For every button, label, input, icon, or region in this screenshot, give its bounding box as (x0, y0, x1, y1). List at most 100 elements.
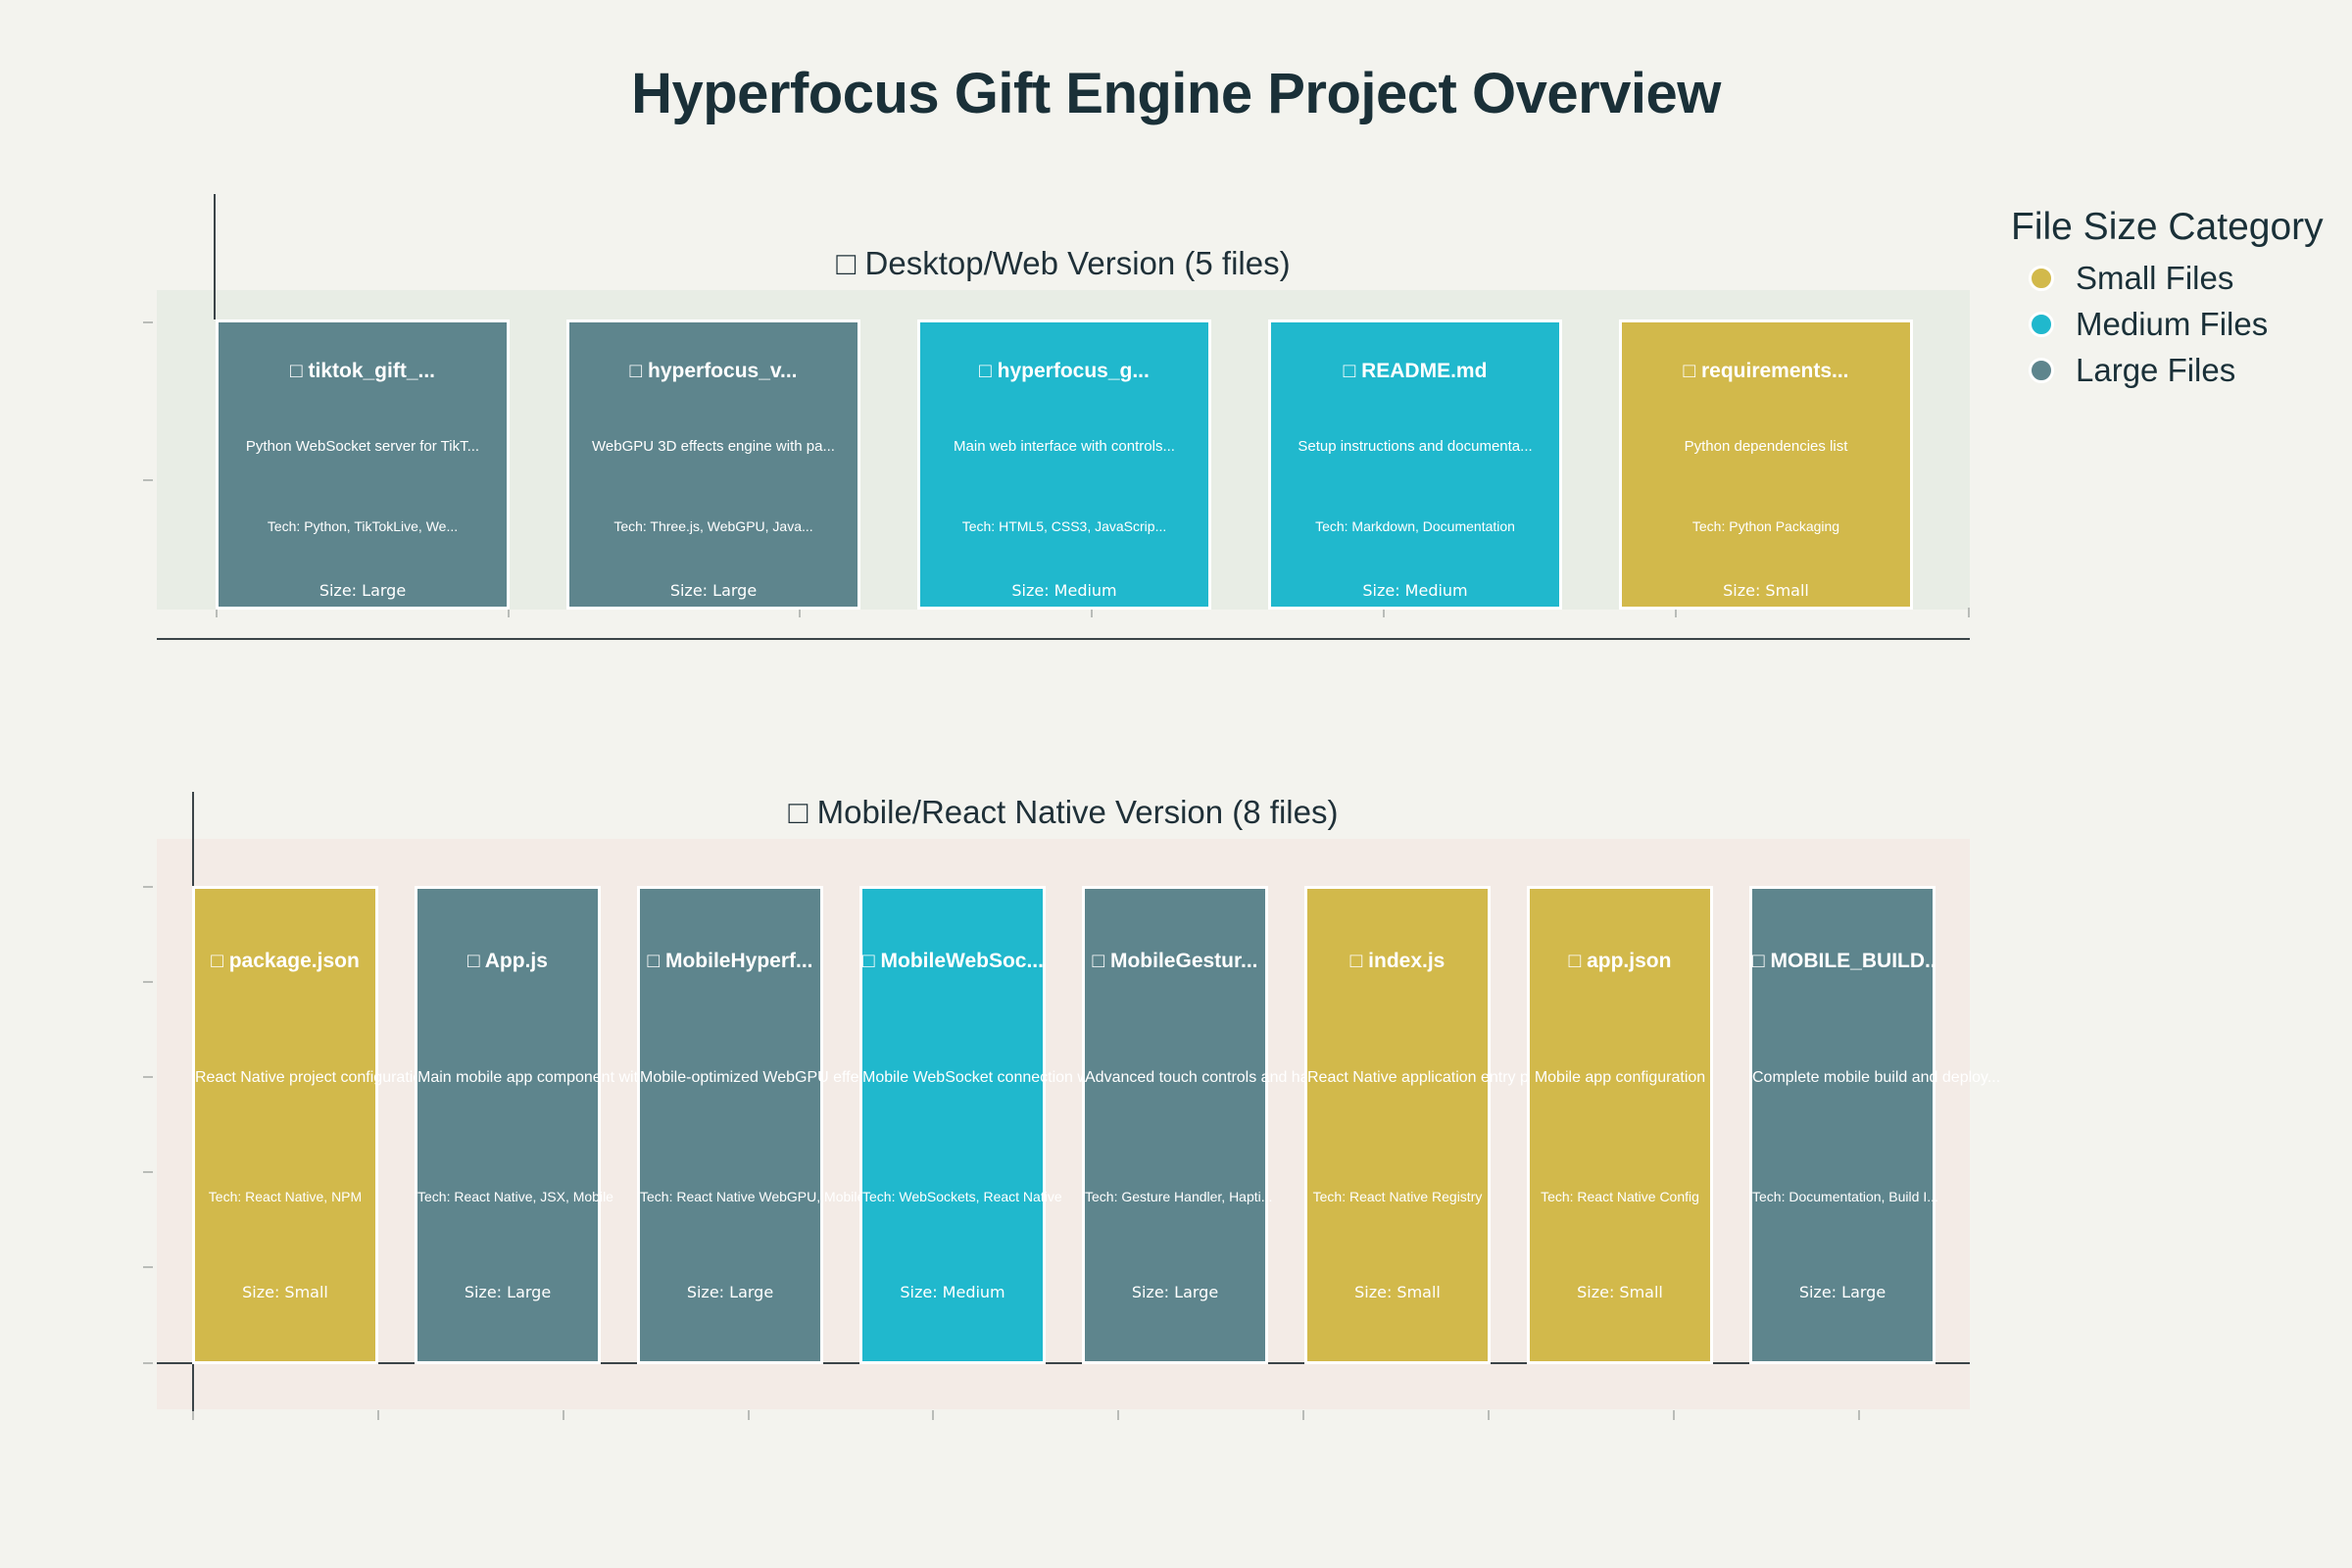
file-card[interactable]: □ MobileHyperf... Mobile-optimized WebGPU… (637, 886, 879, 1364)
file-name: □ MOBILE_BUILD... (1752, 950, 1933, 972)
legend-marker (2029, 311, 2054, 337)
file-tech: Tech: Markdown, Documentation (1315, 518, 1515, 534)
x-axis-tick (1488, 1410, 1490, 1420)
file-name: □ hyperfocus_v... (629, 360, 798, 382)
file-size-label: Size: Large (1131, 1283, 1219, 1301)
legend-label: Medium Files (2076, 305, 2269, 342)
file-card[interactable]: □ hyperfocus_g... Main web interface with… (917, 319, 1211, 610)
y-axis-tick (143, 981, 153, 983)
file-description: Main mobile app component with (417, 1069, 647, 1086)
file-size-label: Size: Large (686, 1283, 774, 1301)
legend-marker (2029, 357, 2054, 383)
file-card[interactable]: □ MobileWebSoc... Mobile WebSocket connec… (859, 886, 1105, 1364)
x-axis-tick (1968, 608, 1970, 617)
file-description: Main web interface with controls... (954, 438, 1175, 455)
legend-marker (2029, 265, 2054, 291)
file-description: Mobile WebSocket connection with (862, 1069, 1105, 1086)
file-name: □ README.md (1343, 360, 1488, 382)
x-axis-tick (1383, 608, 1385, 617)
x-axis-line (157, 638, 1970, 640)
y-axis-tick (143, 479, 153, 481)
file-size-label: Size: Small (1577, 1283, 1663, 1301)
file-size-label: Size: Small (1723, 581, 1809, 600)
section-title: □ Mobile/React Native Version (8 files) (788, 794, 1339, 830)
file-tech: Tech: Three.js, WebGPU, Java... (613, 518, 813, 534)
y-axis-line (214, 194, 216, 319)
x-axis-tick (1302, 1410, 1304, 1420)
x-axis-tick (748, 1410, 750, 1420)
file-description: Complete mobile build and deploy... (1752, 1069, 2001, 1086)
file-size-label: Size: Large (464, 1283, 552, 1301)
file-description: Mobile app configuration (1534, 1069, 1706, 1086)
x-axis-tick (192, 1410, 194, 1420)
file-tech: Tech: Python, TikTokLive, We... (267, 518, 459, 534)
file-size-label: Size: Small (242, 1283, 328, 1301)
file-size-label: Size: Large (318, 581, 407, 600)
legend-title: File Size Category (2011, 206, 2324, 248)
x-axis-tick (1673, 1410, 1675, 1420)
file-description: WebGPU 3D effects engine with pa... (592, 438, 835, 455)
file-card[interactable]: □ MOBILE_BUILD... Complete mobile build a… (1749, 886, 2001, 1364)
file-size-label: Size: Small (1354, 1283, 1441, 1301)
file-size-label: Size: Large (1798, 1283, 1886, 1301)
file-name: □ MobileGestur... (1092, 950, 1258, 972)
file-tech: Tech: React Native WebGPU, Mobile (640, 1189, 865, 1204)
file-card[interactable]: □ requirements...Python dependencies lis… (1619, 319, 1913, 610)
file-description: React Native project configuration (195, 1069, 431, 1086)
x-axis-tick (508, 608, 510, 617)
file-card[interactable]: □ hyperfocus_v... WebGPU 3D effects engin… (566, 319, 860, 610)
file-description: React Native application entry p... (1307, 1069, 1543, 1086)
page-title: Hyperfocus Gift Engine Project Overview (631, 62, 1721, 125)
file-tech: Tech: WebSockets, React Native (862, 1189, 1062, 1204)
x-axis-tick (1675, 608, 1677, 617)
file-tech: Tech: React Native, NPM (208, 1189, 363, 1204)
file-tech: Tech: HTML5, CSS3, JavaScrip... (961, 518, 1167, 534)
x-axis-tick (799, 608, 801, 617)
x-axis-tick (216, 608, 218, 617)
file-size-label: Size: Medium (900, 1283, 1005, 1301)
file-name: □ app.json (1568, 950, 1672, 972)
file-name: □ index.js (1349, 950, 1446, 972)
legend-label: Small Files (2076, 259, 2234, 296)
legend-item-small[interactable]: Small Files (2011, 255, 2324, 301)
file-name: □ tiktok_gift_... (289, 360, 436, 382)
x-axis-tick (563, 1410, 564, 1420)
file-card[interactable]: □ MobileGestur... Advanced touch controls… (1082, 886, 1342, 1364)
file-card[interactable]: □ tiktok_gift_... Python WebSocket server… (216, 319, 510, 610)
y-axis-tick (143, 886, 153, 888)
legend-label: Large Files (2076, 351, 2236, 388)
legend-item-large[interactable]: Large Files (2011, 347, 2324, 393)
file-tech: Tech: Gesture Handler, Hapti... (1085, 1189, 1273, 1204)
section-title: □ Desktop/Web Version (5 files) (836, 245, 1291, 281)
file-name: □ App.js (467, 950, 548, 972)
y-axis-tick (143, 1171, 153, 1173)
file-description: Advanced touch controls and haptics (1085, 1069, 1342, 1086)
file-tech: Tech: React Native Registry (1312, 1189, 1483, 1204)
x-axis-tick (1858, 1410, 1860, 1420)
file-name: □ package.json (211, 950, 360, 972)
y-axis-tick (143, 1076, 153, 1078)
y-axis-tick (143, 1362, 153, 1364)
file-size-label: Size: Large (669, 581, 758, 600)
file-size-label: Size: Medium (1362, 581, 1468, 600)
legend-item-medium[interactable]: Medium Files (2011, 301, 2324, 347)
file-name: □ hyperfocus_g... (979, 360, 1150, 382)
file-description: Mobile-optimized WebGPU effects (640, 1069, 879, 1086)
x-axis-tick (932, 1410, 934, 1420)
file-tech: Tech: Python Packaging (1691, 518, 1840, 534)
file-size-label: Size: Medium (1011, 581, 1117, 600)
file-description: Python WebSocket server for TikT... (245, 438, 480, 455)
file-name: □ MobileWebSoc... (862, 950, 1043, 972)
file-name: □ MobileHyperf... (647, 950, 813, 972)
file-description: Setup instructions and documenta... (1298, 438, 1533, 455)
file-description: Python dependencies list (1684, 438, 1848, 455)
x-axis-line (157, 1362, 1970, 1364)
file-tech: Tech: Documentation, Build I... (1752, 1189, 1938, 1204)
